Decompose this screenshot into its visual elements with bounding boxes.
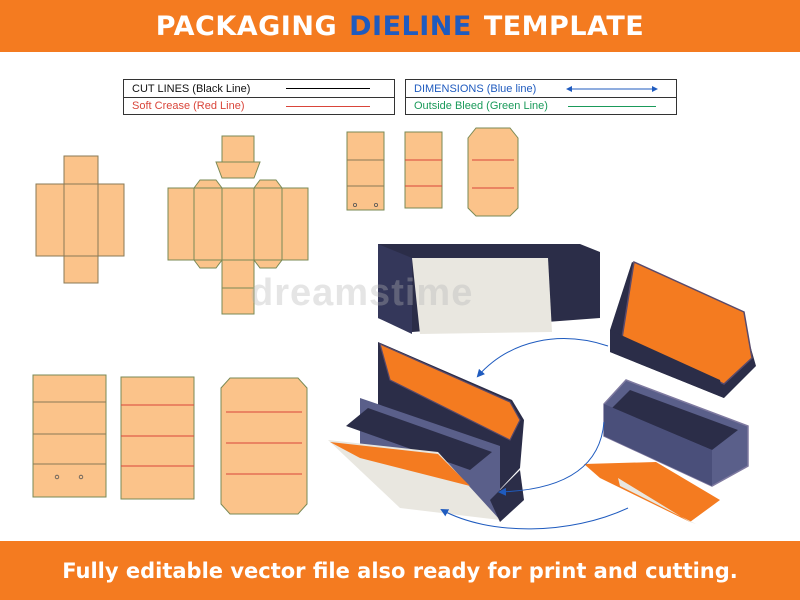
watermark: dreamstime (250, 272, 474, 314)
legend-outside-bleed: Outside Bleed (Green Line) (406, 97, 676, 114)
dieline-panel-b (120, 376, 195, 500)
legend-bleed-label: Outside Bleed (Green Line) (414, 100, 548, 112)
bleed-line-sample (568, 106, 656, 107)
title-packaging: PACKAGING (155, 10, 338, 42)
dieline-strip-a (346, 131, 385, 211)
footer-banner: Fully editable vector file also ready fo… (0, 541, 800, 600)
dieline-cross-small (35, 155, 125, 284)
legend-soft-crease: Soft Crease (Red Line) (124, 97, 394, 114)
legend-dimensions: DIMENSIONS (Blue line) (406, 80, 676, 97)
header-banner: PACKAGING DIELINE TEMPLATE (0, 0, 800, 52)
lid-render (610, 260, 756, 398)
legend-cut-lines: CUT LINES (Black Line) (124, 80, 394, 97)
tray-render (603, 379, 749, 487)
dieline-cross-large (167, 135, 309, 315)
legend-cut-label: CUT LINES (Black Line) (132, 82, 251, 95)
footer-tagline: Fully editable vector file also ready fo… (62, 558, 738, 583)
crease-line-sample (286, 106, 370, 107)
title-template: TEMPLATE (483, 10, 645, 42)
legend-crease-label: Soft Crease (Red Line) (132, 100, 245, 112)
legend-right: DIMENSIONS (Blue line) Outside Bleed (Gr… (405, 79, 677, 115)
dieline-strip-c (467, 127, 519, 217)
flow-arrows (440, 338, 629, 530)
dieline-panel-c (220, 377, 308, 515)
dieline-strip-b (404, 131, 443, 209)
open-box-render (328, 342, 524, 522)
legend-dimensions-label: DIMENSIONS (Blue line) (414, 82, 537, 95)
cut-line-sample (286, 88, 370, 89)
dieline-panel-a (32, 374, 107, 498)
sleeve-render (584, 462, 720, 524)
dimension-arrow-sample (566, 86, 658, 92)
title-dieline: DIELINE (349, 10, 472, 42)
closed-box-render (378, 244, 600, 334)
legend-left: CUT LINES (Black Line) Soft Crease (Red … (123, 79, 395, 115)
